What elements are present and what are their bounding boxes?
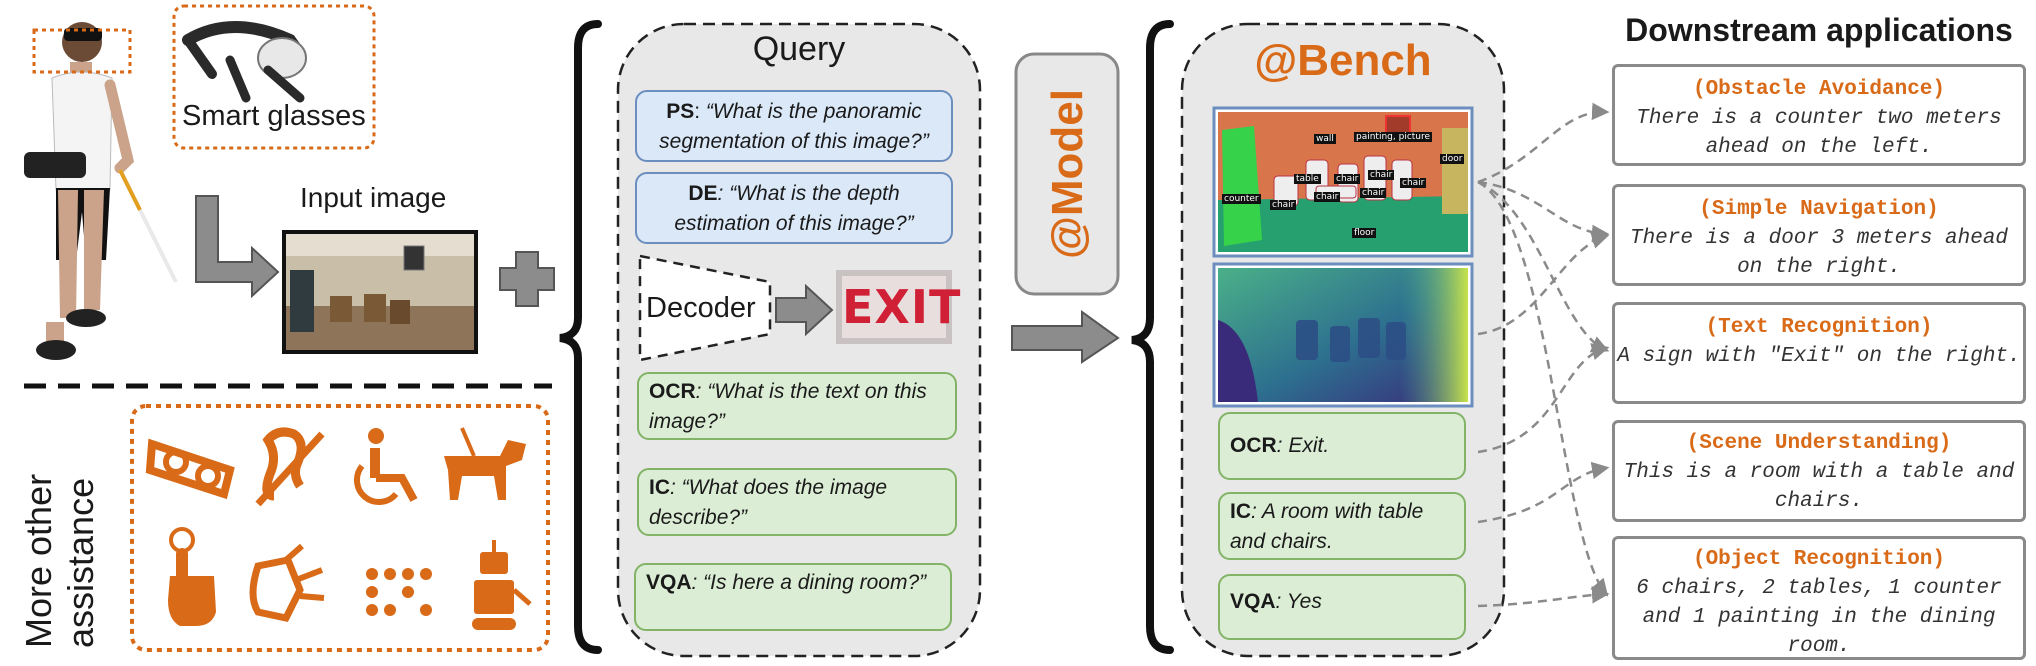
sign-language-icon [249,543,325,622]
app-obstacle-avoidance-title: (Obstacle Avoidance) [1692,78,1946,101]
model-arrow [1011,310,1120,364]
wheelchair-icon [353,428,418,506]
hearing-impaired-icon [255,427,325,507]
query-ic-tag: IC [649,476,670,499]
app-scene-understanding: (Scene Understanding) This is a room wit… [1612,420,2026,522]
app-object-recognition-title: (Object Recognition) [1692,548,1946,571]
decoder-shape [638,254,772,362]
query-ic-text: : “What does the image describe?” [649,476,888,529]
query-ocr-text: : “What is the text on this image?” [649,380,927,433]
app-simple-navigation-title: (Simple Navigation) [1699,198,1939,221]
app-scene-understanding-text: This is a room with a table and chairs. [1623,461,2015,513]
query-ps-box: PS: “What is the panoramic segmentation … [635,90,953,162]
answer-vqa-box: VQA: Yes [1218,574,1466,640]
braille-icon [366,568,432,616]
query-ic-box: IC: “What does the image describe?” [637,468,957,536]
answer-ic-text: : A room with table and chairs. [1230,500,1424,553]
query-ps-tag: PS [666,100,695,123]
more-assistance-label: More other assistance [18,473,101,648]
segmentation-labels: wall painting, picture door table chair … [1218,112,1468,252]
person-figure [24,22,178,360]
answer-ocr-text: : Exit. [1276,434,1330,457]
bench-title: @Bench [1254,36,1432,85]
seg-label-wall: wall [1314,134,1336,144]
smart-glasses-icon [182,21,307,103]
seg-label-floor: floor [1352,228,1377,238]
query-title: Query [752,30,846,68]
smart-glasses-box [172,4,376,150]
query-ocr-tag: OCR [649,380,696,403]
decoder-label: Decoder [646,292,756,324]
touch-icon [168,527,216,626]
head-highlight-box [32,28,132,74]
bench-to-app-connectors [1477,102,1610,608]
depth-image [1212,262,1474,408]
app-obstacle-avoidance-text: There is a counter two meters ahead on t… [1636,107,2002,159]
smart-glasses-label: Smart glasses [182,100,366,132]
seg-label-chair-5: chair [1314,192,1341,202]
answer-vqa-tag: VQA [1230,590,1276,613]
app-obstacle-avoidance: (Obstacle Avoidance) There is a counter … [1612,64,2026,166]
answer-ocr-box: OCR: Exit. [1218,412,1466,480]
seg-label-counter: counter [1222,194,1261,204]
seg-label-chair-1: chair [1334,174,1361,184]
assistance-icons-box [130,404,550,652]
decoder-arrow [775,283,834,337]
exit-sign-image [836,270,952,344]
app-simple-navigation-text: There is a door 3 meters ahead on the ri… [1629,227,2009,279]
seg-label-door: door [1440,154,1465,164]
app-object-recognition: (Object Recognition) 6 chairs, 2 tables,… [1612,536,2026,660]
seg-label-chair-2: chair [1368,170,1395,180]
query-de-text: : “What is the depth estimation of this … [674,182,914,235]
query-de-box: DE: “What is the depth estimation of thi… [635,172,953,244]
seg-label-chair-6: chair [1270,200,1297,210]
seg-label-painting: painting, picture [1354,132,1433,142]
app-scene-understanding-title: (Scene Understanding) [1686,432,1952,455]
app-text-recognition-text: A sign with "Exit" on the right. [1617,345,2021,368]
query-left-brace [559,20,602,654]
seg-label-chair-4: chair [1360,188,1387,198]
query-vqa-text: : “Is here a dining room?” [691,571,927,594]
query-de-tag: DE [688,182,718,205]
robot-icon [472,540,532,630]
downstream-title: Downstream applications [1625,12,2013,48]
app-text-recognition: (Text Recognition) A sign with "Exit" on… [1612,302,2026,404]
exit-sign-text: EXIT [842,280,962,334]
query-ocr-box: OCR: “What is the text on this image?” [637,372,957,440]
query-vqa-tag: VQA [646,571,692,594]
input-image [282,230,478,354]
model-label: @Model [1043,89,1092,260]
app-text-recognition-title: (Text Recognition) [1705,316,1933,339]
query-ps-text: “What is the panoramic segmentation of t… [659,100,929,153]
bench-left-brace [1131,20,1174,654]
seg-label-table: table [1294,174,1321,184]
guide-dog-icon [444,427,526,500]
3d-glasses-icon [145,438,235,500]
answer-vqa-text: : Yes [1275,590,1322,613]
seg-label-chair-3: chair [1400,178,1427,188]
input-image-label: Input image [300,182,447,213]
app-simple-navigation: (Simple Navigation) There is a door 3 me… [1612,184,2026,286]
answer-ocr-tag: OCR [1230,434,1277,457]
answer-ic-tag: IC [1230,500,1251,523]
app-object-recognition-text: 6 chairs, 2 tables, 1 counter and 1 pain… [1636,577,2002,658]
glasses-to-image-arrow [195,195,280,299]
model-box [1014,52,1120,296]
query-vqa-box: VQA: “Is here a dining room?” [634,563,952,631]
answer-ic-box: IC: A room with table and chairs. [1218,492,1466,560]
plus-icon [499,251,555,307]
